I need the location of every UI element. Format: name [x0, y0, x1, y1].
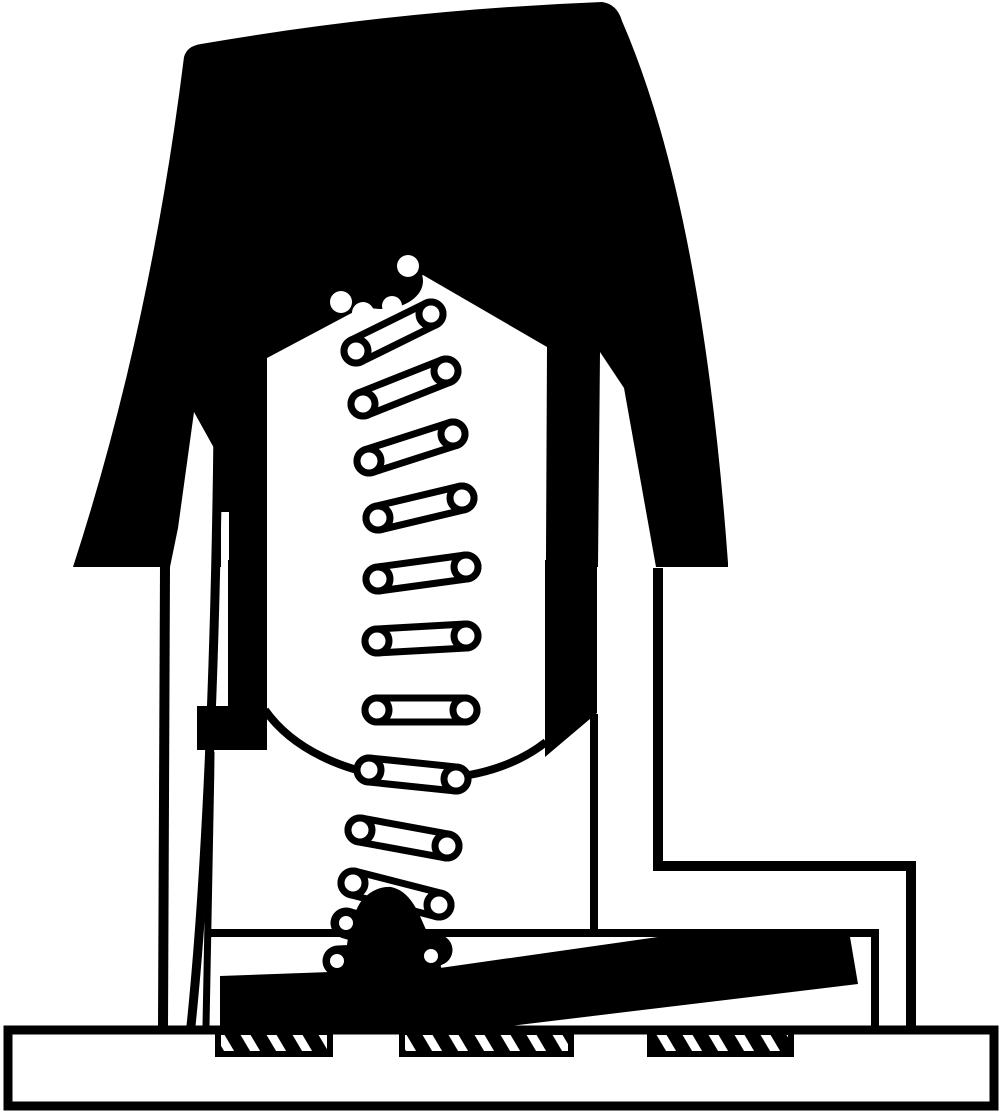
- spring-top-hole-3: [352, 302, 374, 324]
- left-outer-wall-line: [158, 565, 170, 1029]
- spring-coil-3-ring-left: [353, 445, 385, 477]
- spring-coil-8-ring-right: [440, 763, 472, 795]
- spring-top-hole-1: [397, 255, 419, 277]
- membrane-pad-right: [647, 1029, 794, 1057]
- spring-foot-ring-2: [324, 948, 350, 974]
- diagram-shapes: [3, 2, 999, 1111]
- spring-coil-4-ring-left: [362, 502, 394, 534]
- spring-coil-6-ring-right: [450, 620, 482, 652]
- keycap-skirt-slit-right: [598, 352, 656, 567]
- spring-coil-7-ring-right: [449, 694, 481, 726]
- spring-top-hole-4: [382, 296, 402, 316]
- spring-coil-5-ring-left: [362, 563, 394, 595]
- spring-coil-10-ring-right: [423, 889, 455, 921]
- spring-coil-6-ring-left: [361, 625, 393, 657]
- right-wall-step: [653, 568, 916, 1026]
- spring-coil-3-ring-right: [437, 418, 469, 450]
- spring-coil-1-ring-left: [340, 335, 372, 367]
- left-inner-wall-line-2: [202, 751, 215, 1027]
- spring-foot-ring-1: [333, 910, 359, 936]
- spring-coil-7-ring-left: [361, 694, 393, 726]
- barrel-right-wall: [545, 560, 597, 757]
- spring-coil-8-ring-left: [353, 754, 385, 786]
- spring-coil-2-ring-left: [347, 388, 379, 420]
- spring-coil-10-ring-left: [337, 867, 369, 899]
- spring-coil-2-ring-right: [430, 355, 462, 387]
- spring-coil-4-ring-right: [446, 482, 478, 514]
- membrane-pad-left: [215, 1029, 333, 1057]
- spring-coil-9-ring-left: [344, 814, 376, 846]
- rocker-lever: [220, 931, 858, 1026]
- spring-coil-9-ring-right: [431, 830, 463, 862]
- spring-coil-1-ring-right: [415, 298, 447, 330]
- spring-coil-5-ring-right: [450, 551, 482, 583]
- left-wall-sliver: [221, 512, 229, 567]
- membrane-pad-middle: [399, 1029, 574, 1057]
- spring-top-hole-2: [330, 291, 352, 313]
- spring-foot-ring-3: [418, 943, 444, 969]
- keycap-skirt-slit-left: [170, 412, 214, 567]
